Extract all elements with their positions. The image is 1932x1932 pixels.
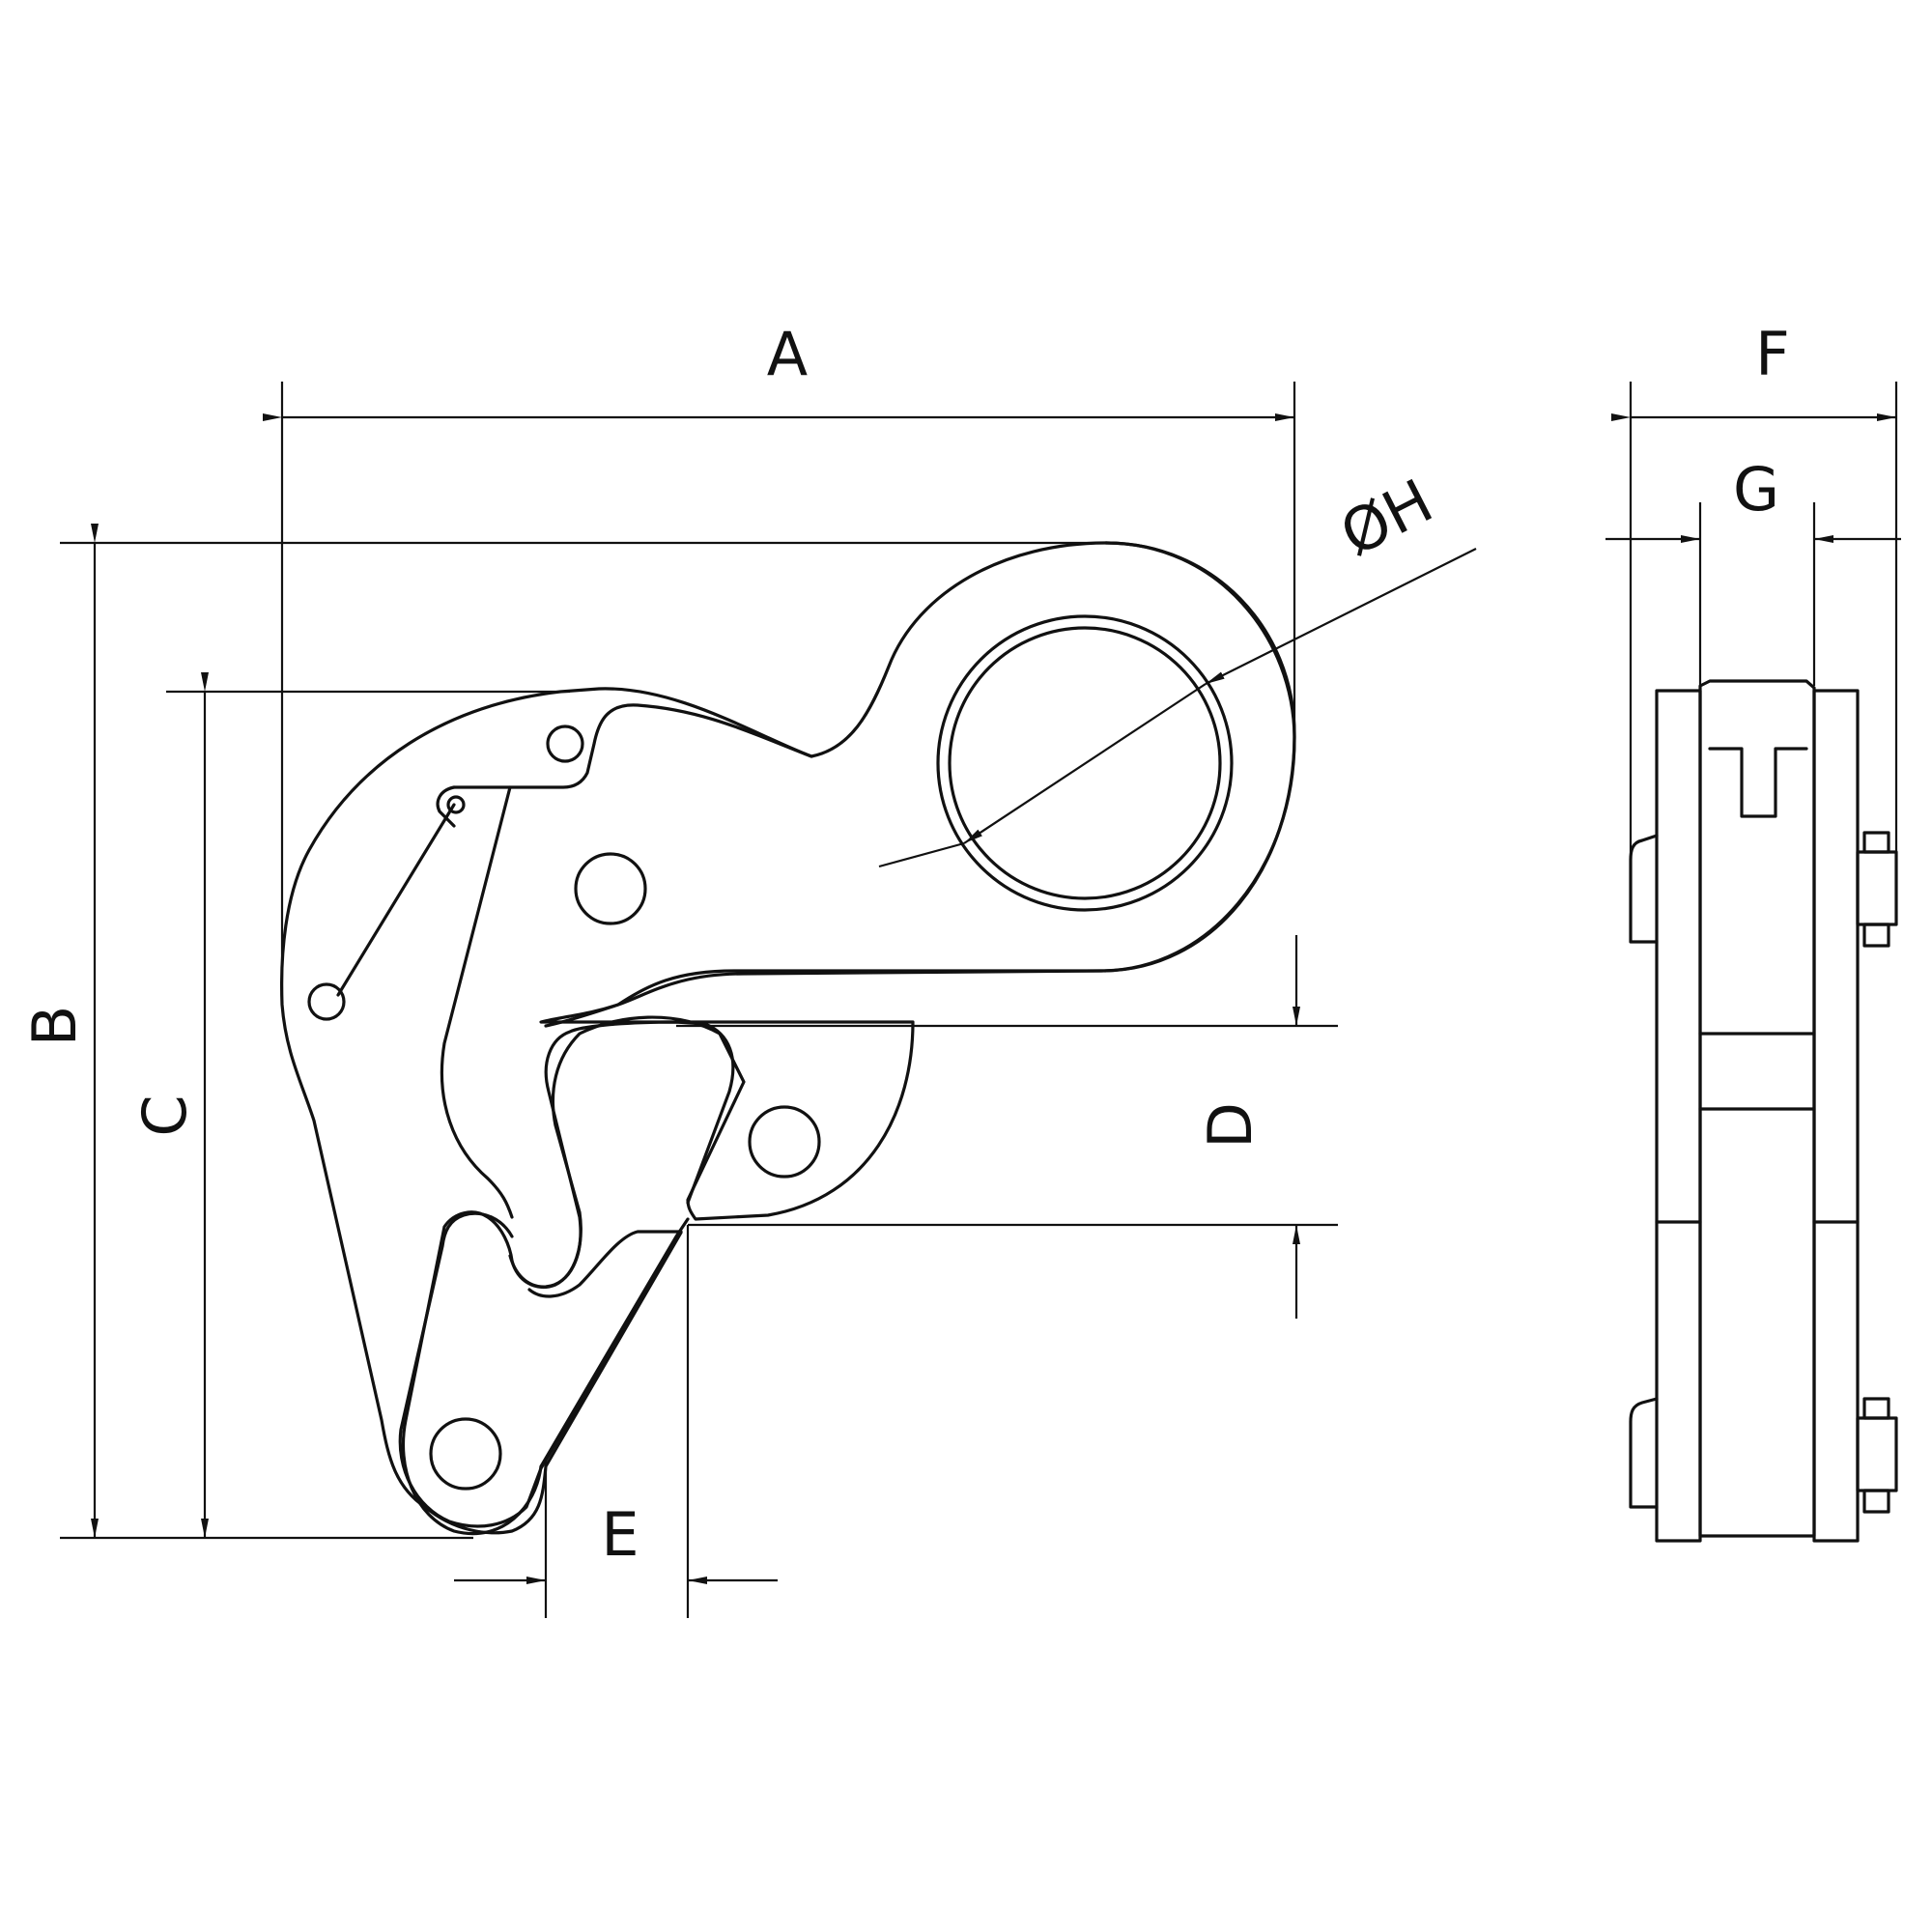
ring-lobe-outline — [544, 541, 1296, 1028]
label-a: A — [767, 319, 808, 389]
bolt-right-bottom-tip — [1862, 1397, 1890, 1420]
label-b: B — [19, 1006, 90, 1047]
side-plate-right — [1812, 689, 1860, 1543]
bolt-left-bottom — [1629, 1397, 1659, 1509]
lifting-eye-outer — [936, 614, 1234, 912]
top-slot — [1708, 747, 1808, 818]
pivot-hole-upper — [574, 852, 647, 925]
label-d: D — [1195, 1102, 1265, 1149]
bolt-right-top-tail — [1862, 923, 1890, 948]
center-body — [1698, 679, 1816, 1538]
label-e: E — [601, 1499, 639, 1570]
label-f: F — [1755, 319, 1790, 389]
jaw-opening — [508, 1020, 735, 1289]
side-plate-left — [1655, 689, 1702, 1543]
side-view — [1629, 679, 1898, 1543]
bolt-right-bottom-tail — [1862, 1489, 1890, 1514]
upper-notch — [452, 703, 813, 789]
label-h: ØH — [1329, 466, 1443, 570]
pivot-hole-lower — [429, 1417, 502, 1491]
front-view — [280, 541, 1296, 1536]
bolt-left-top — [1629, 834, 1659, 944]
label-g: G — [1733, 454, 1779, 525]
dim-h-line-inner — [963, 683, 1207, 844]
nut-right-top — [1856, 850, 1898, 926]
spring-pin-top — [446, 795, 466, 814]
dim-h-line-outer — [1205, 548, 1477, 685]
dim-h-line-tail — [878, 841, 965, 868]
lower-cam — [398, 1211, 683, 1528]
spring-pin-bottom — [307, 982, 346, 1021]
bolt-right-top-tip — [1862, 831, 1890, 854]
lifting-eye-inner — [948, 626, 1222, 900]
dimensions-side: F G — [1605, 319, 1901, 855]
nut-right-bottom — [1856, 1416, 1898, 1492]
left-plate — [436, 785, 514, 1219]
dimensions-front: A B C D E ØH — [19, 319, 1477, 1618]
pivot-hole-right — [748, 1105, 821, 1179]
small-pin-top — [546, 724, 584, 763]
label-c: C — [129, 1094, 200, 1136]
spring-link — [336, 803, 456, 997]
